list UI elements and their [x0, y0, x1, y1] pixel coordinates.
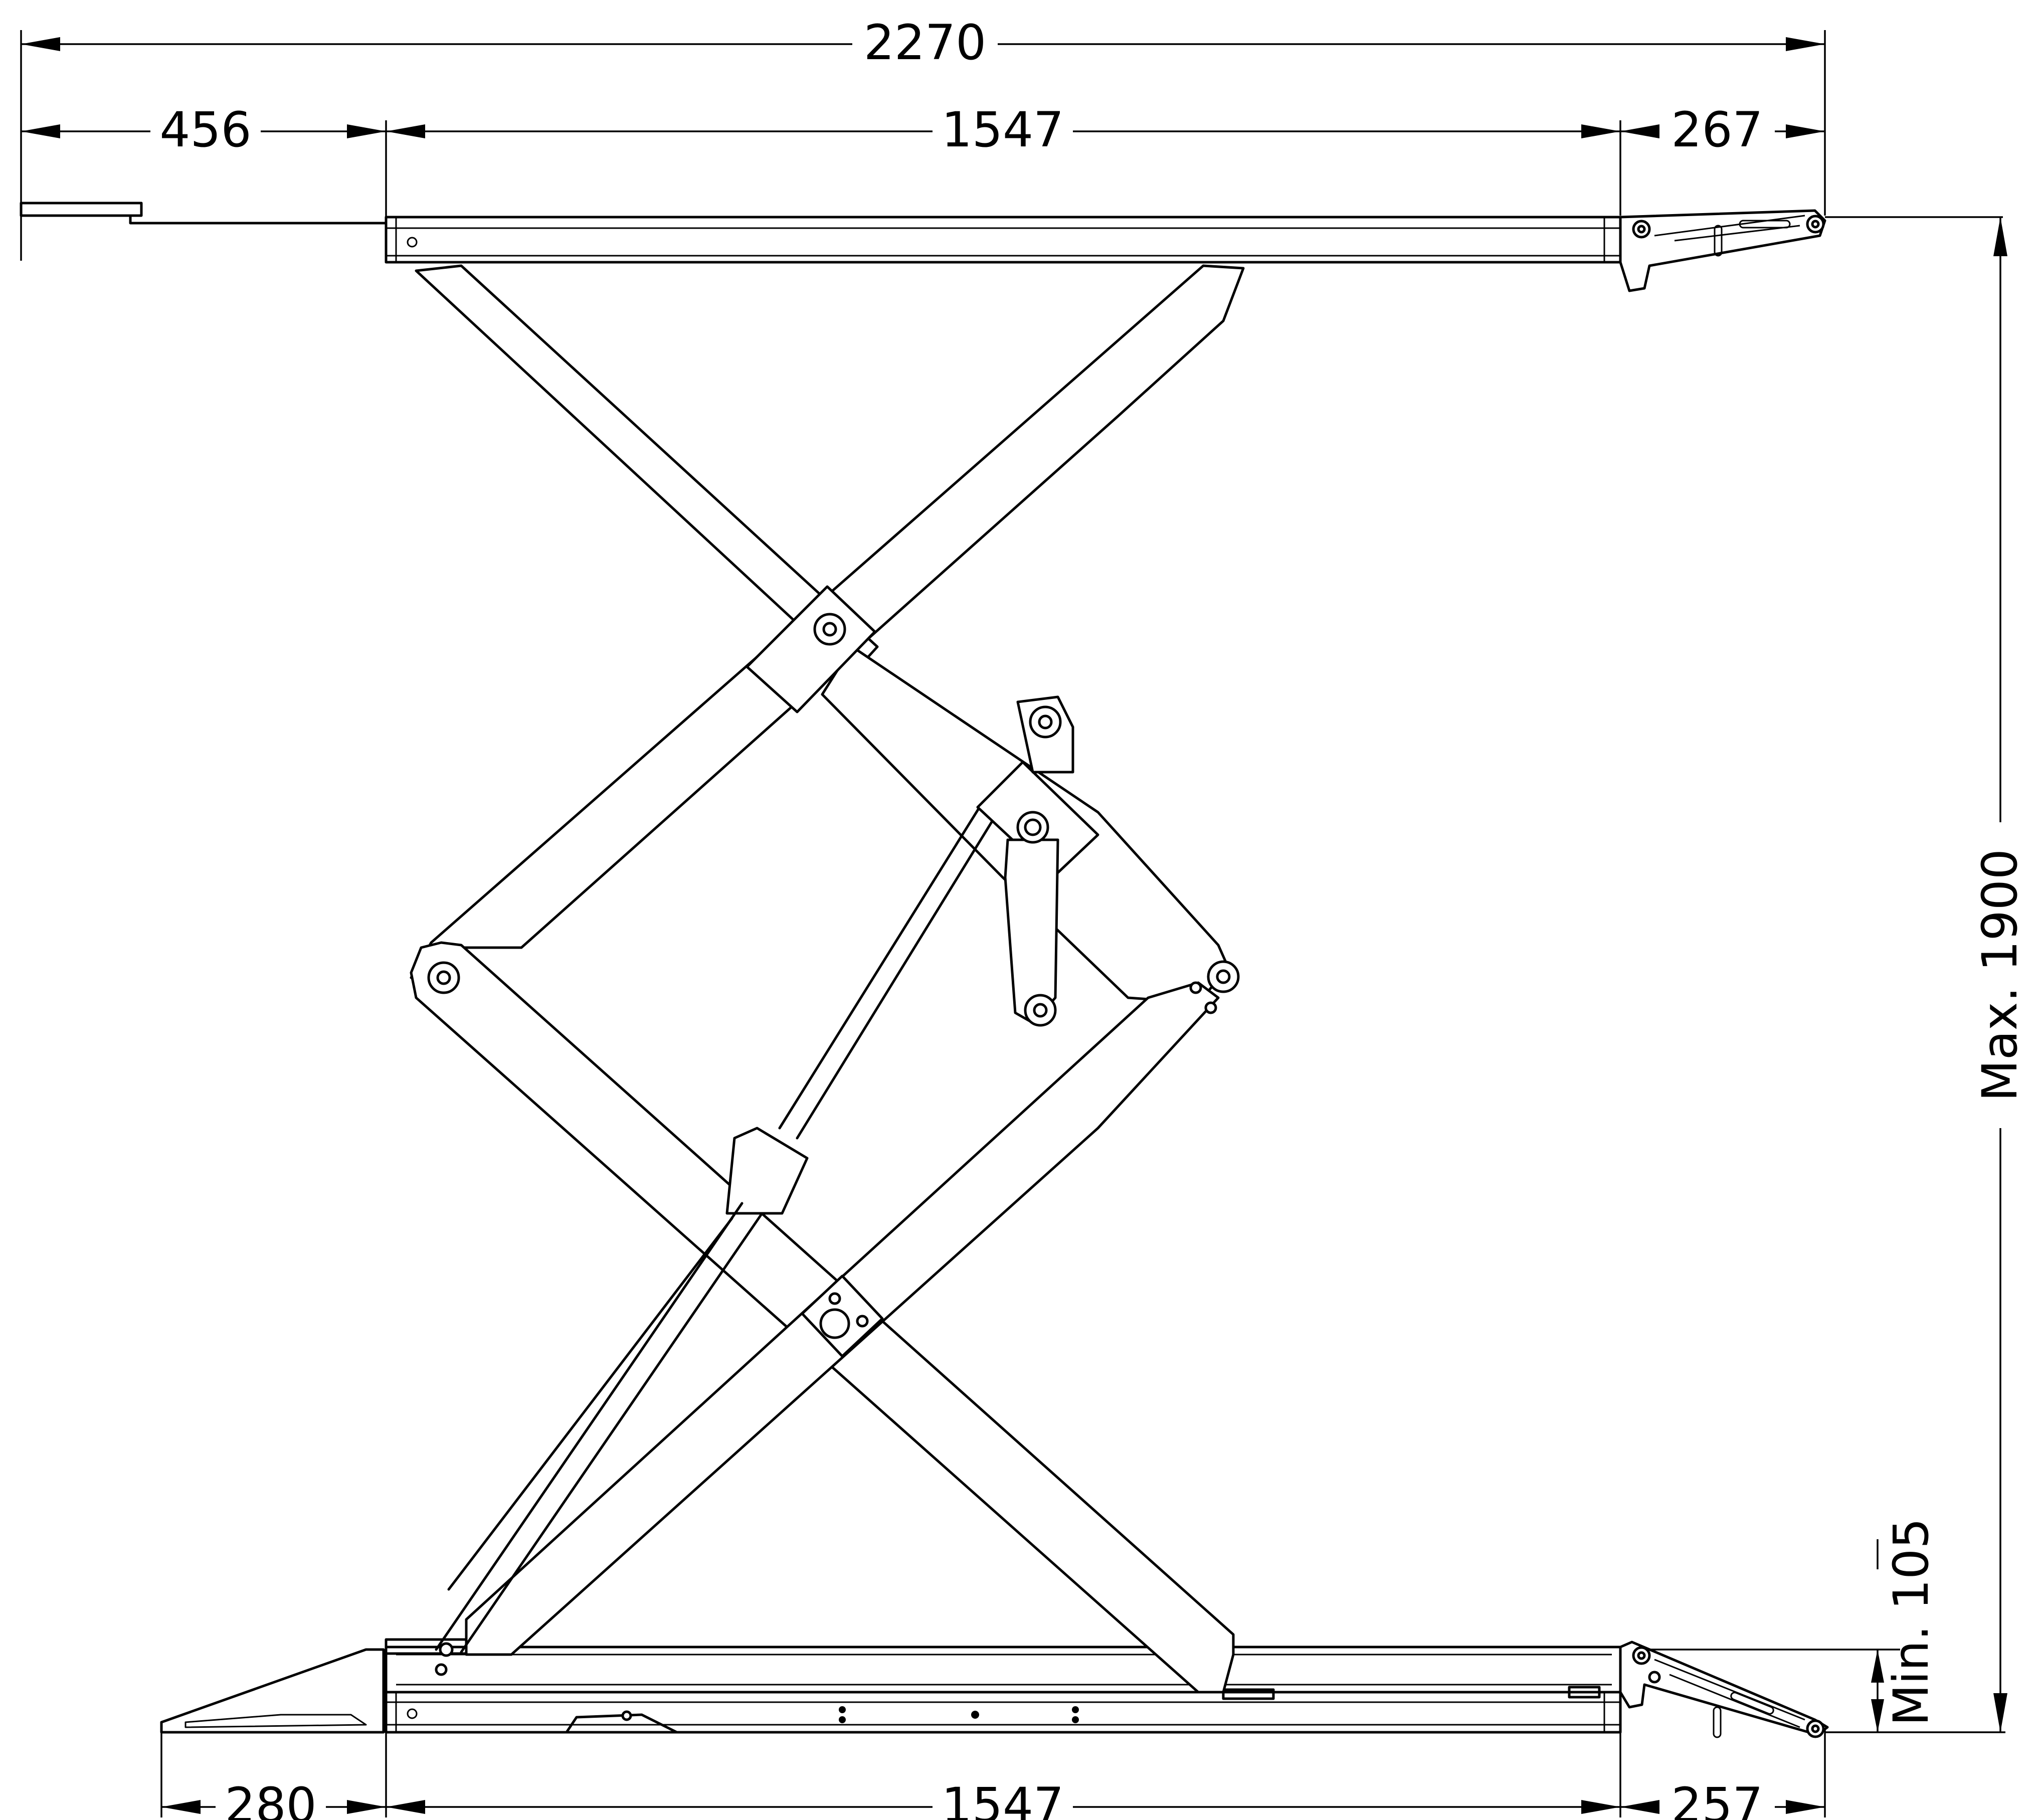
rear-ramp-bottom	[1619, 1641, 1829, 1738]
pivot-pins	[427, 613, 1240, 1676]
hydraulic-cylinder	[725, 1127, 809, 1215]
rear-ramp-bottom-label: 257	[1671, 1777, 1763, 1820]
scissor-arms	[410, 264, 1245, 1694]
dimension-labels: 2270 456 1547 267 Max. 1900 Min. 105 280…	[159, 15, 2028, 1820]
min-height-label: Min. 105	[1883, 1518, 1939, 1726]
bottom-base	[160, 1638, 1829, 1738]
overall-length-label: 2270	[864, 15, 986, 71]
dimension-lines	[20, 30, 2007, 1817]
front-ramp-bottom-label: 280	[225, 1777, 316, 1820]
platform-length-bottom-label: 1547	[942, 1777, 1064, 1820]
upper-arm-left	[415, 264, 879, 676]
rear-ramp-top	[1619, 209, 1826, 292]
lock-bracket	[1004, 838, 1059, 1024]
front-ramp-bottom	[160, 1648, 385, 1734]
max-height-label: Max. 1900	[1972, 849, 2028, 1102]
front-extension-label: 456	[159, 102, 251, 158]
top-platform	[20, 202, 1826, 292]
rear-ramp-top-label: 267	[1671, 102, 1763, 158]
center-pivot-block	[746, 585, 876, 713]
platform-length-top-label: 1547	[942, 102, 1064, 158]
